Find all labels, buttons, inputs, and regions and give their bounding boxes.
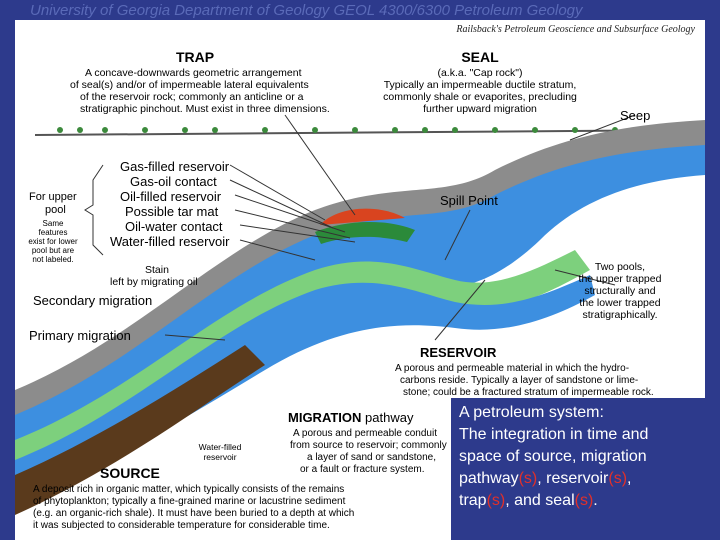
seep-label: Seep (620, 108, 650, 123)
seal-title: SEAL (461, 49, 499, 65)
tar-mat-label: Possible tar mat (125, 204, 219, 219)
gas-filled-label: Gas-filled reservoir (120, 159, 230, 174)
callout-line-2: The integration in time and (459, 424, 705, 446)
callout-plural-4: (s) (575, 492, 594, 509)
same-5: not labeled. (32, 255, 73, 264)
two-pools-1: Two pools, (595, 261, 645, 273)
upper-pool-brace (85, 165, 103, 255)
spill-point-label: Spill Point (440, 193, 498, 208)
upper-pool-2: pool (45, 204, 66, 216)
two-pools-5: stratigraphically. (582, 309, 657, 321)
seal-desc-1: Typically an impermeable ductile stratum… (384, 79, 577, 91)
reservoir-desc-2: carbons reside. Typically a layer of san… (400, 375, 638, 386)
callout-line-5: trap(s), and seal(s). (459, 490, 705, 512)
water-res-2: reservoir (203, 452, 236, 462)
trap-desc-1: A concave-downwards geometric arrangemen… (85, 67, 302, 79)
callout-pathway: pathway (459, 470, 519, 487)
upper-pool-1: For upper (29, 191, 77, 203)
callout-reservoir: , reservoir (537, 470, 608, 487)
migration-desc-4: or a fault or fracture system. (300, 464, 425, 475)
migration-desc-1: A porous and permeable conduit (293, 428, 437, 439)
callout-line-3: space of source, migration (459, 446, 705, 468)
reservoir-desc-3: stone; could be a fractured stratum of i… (403, 387, 654, 398)
seal-desc-2: commonly shale or evaporites, precluding (383, 91, 577, 103)
water-filled-label: Water-filled reservoir (110, 234, 230, 249)
callout-plural-2: (s) (608, 470, 627, 487)
same-2: features (39, 228, 68, 237)
stain-1: Stain (145, 264, 169, 276)
same-3: exist for lower (28, 237, 78, 246)
gas-oil-label: Gas-oil contact (130, 174, 217, 189)
seal-desc-3: further upward migration (423, 103, 537, 115)
migration-desc-2: from source to reservoir; commonly (290, 440, 447, 451)
trap-title: TRAP (176, 49, 214, 65)
primary-migration-label: Primary migration (29, 328, 131, 343)
migration-title-rest: pathway (361, 410, 414, 425)
source-desc-4: it was subjected to considerable tempera… (33, 520, 330, 531)
secondary-migration-label: Secondary migration (33, 293, 152, 308)
water-res-1: Water-filled (199, 442, 242, 452)
source-title: SOURCE (100, 465, 160, 481)
two-pools-3: structurally and (584, 285, 655, 297)
two-pools-2: the upper trapped (579, 273, 662, 285)
stain-2: left by migrating oil (110, 276, 198, 288)
callout-line-1: A petroleum system: (459, 402, 705, 424)
trap-desc-4: stratigraphic pinchout. Must exist in th… (80, 103, 330, 115)
oil-water-label: Oil-water contact (125, 219, 223, 234)
same-4: pool but are (32, 246, 75, 255)
source-desc-2: of phytoplankton; typically a fine-grain… (33, 496, 346, 507)
seal-aka: (a.k.a. "Cap rock") (437, 67, 522, 79)
oil-filled-label: Oil-filled reservoir (120, 189, 222, 204)
reservoir-desc-1: A porous and permeable material in which… (395, 363, 629, 374)
course-title: University of Georgia Department of Geol… (30, 2, 720, 19)
migration-title-bold: MIGRATION (288, 410, 361, 425)
slide-header: University of Georgia Department of Geol… (0, 0, 720, 20)
trap-desc-3: of the reservoir rock; commonly an antic… (80, 91, 304, 103)
same-1: Same (43, 219, 64, 228)
migration-desc-3: a layer of sand or sandstone, (307, 452, 436, 463)
source-desc-3: (e.g. an organic-rich shale). It must ha… (33, 508, 354, 519)
migration-title: MIGRATION pathway (288, 410, 414, 425)
source-desc-1: A deposit rich in organic matter, which … (33, 484, 344, 495)
callout-trap: trap (459, 492, 487, 509)
trap-desc-2: of seal(s) and/or of impermeable lateral… (70, 79, 309, 91)
figure-credit: Railsback's Petroleum Geoscience and Sub… (456, 24, 695, 35)
callout-plural-3: (s) (487, 492, 506, 509)
callout-period: . (593, 492, 597, 509)
callout-line-4: pathway(s), reservoir(s), (459, 468, 705, 490)
reservoir-title: RESERVOIR (420, 345, 497, 360)
callout-seal: , and seal (505, 492, 574, 509)
petroleum-system-callout: A petroleum system: The integration in t… (451, 398, 713, 540)
two-pools-4: the lower trapped (579, 297, 660, 309)
callout-plural-1: (s) (519, 470, 538, 487)
